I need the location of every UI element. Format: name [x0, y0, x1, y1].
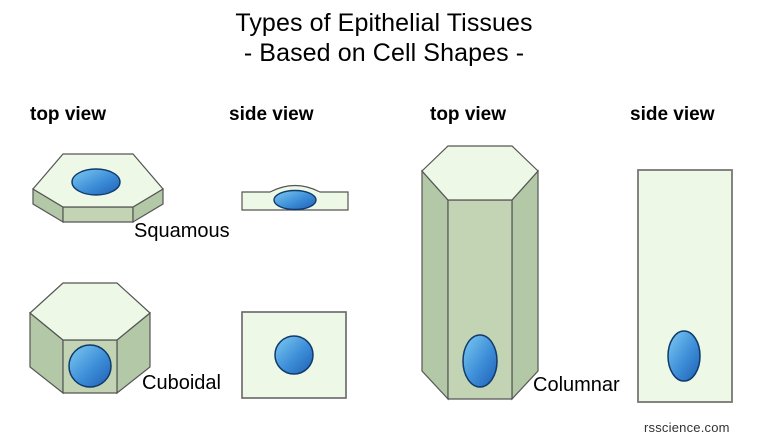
cell-label-squamous: Squamous	[134, 220, 230, 242]
columnar-side-view-figure	[637, 169, 733, 403]
column-header-squamous-cuboidal-top-view: top view	[30, 104, 107, 125]
squamous-side-view-figure	[241, 184, 349, 211]
columnar-prism-left-face	[421, 169, 449, 401]
column-header-columnar-side-view: side view	[630, 104, 715, 125]
cuboidal-top-view-nucleus	[68, 344, 112, 388]
columnar-top-view-nucleus	[462, 334, 498, 388]
cuboidal-side-view-nucleus	[274, 335, 314, 375]
column-header-squamous-cuboidal-side-view: side view	[229, 104, 314, 125]
squamous-side-view-nucleus	[273, 189, 317, 211]
cell-label-cuboidal: Cuboidal	[142, 372, 221, 394]
diagram-title: Types of Epithelial Tissues - Based on C…	[0, 8, 768, 68]
watermark-credit: rsscience.com	[644, 420, 730, 435]
squamous-top-view-nucleus	[71, 168, 121, 196]
columnar-prism-right-face	[511, 169, 539, 401]
title-line-2: - Based on Cell Shapes -	[243, 39, 525, 67]
title-line-1: Types of Epithelial Tissues	[235, 9, 533, 37]
columnar-prism-top-face	[421, 145, 539, 201]
columnar-side-view-nucleus	[667, 330, 701, 382]
cuboidal-prism-top-face	[29, 282, 151, 341]
squamous-prism-front-face	[62, 206, 134, 223]
cuboidal-top-view-figure	[29, 282, 151, 395]
columnar-top-view-figure	[421, 145, 539, 401]
column-header-columnar-top-view: top view	[430, 104, 507, 125]
squamous-top-view-figure	[32, 153, 164, 224]
cuboidal-side-view-figure	[241, 311, 347, 399]
cell-label-columnar: Columnar	[533, 374, 620, 396]
